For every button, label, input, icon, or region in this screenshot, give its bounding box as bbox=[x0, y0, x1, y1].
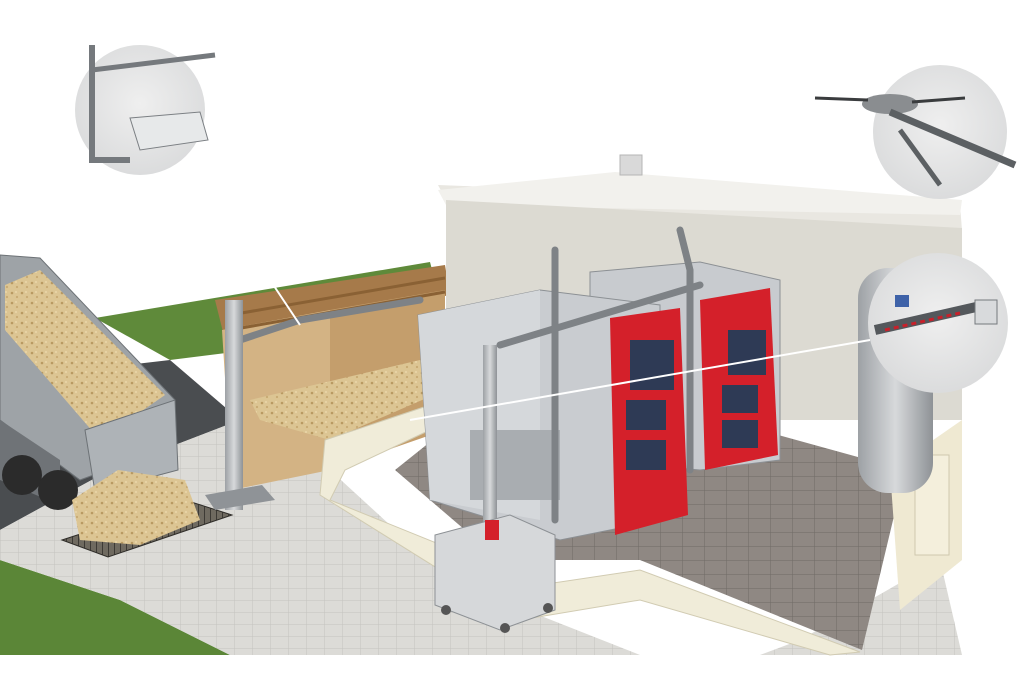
callout-leader-lines bbox=[189, 159, 871, 421]
roof-vent bbox=[619, 154, 643, 176]
ash-container bbox=[434, 345, 556, 633]
vertical-screw-conveyor bbox=[205, 300, 275, 510]
truck-wheel bbox=[38, 470, 78, 510]
screw-detail-callout bbox=[868, 253, 1008, 393]
dump-truck bbox=[0, 254, 200, 545]
conveyor-detail-callout bbox=[75, 45, 216, 175]
wood-chip-load bbox=[5, 270, 165, 440]
truck-wheel bbox=[2, 455, 42, 495]
fuel-transport-pipe bbox=[236, 226, 704, 524]
house-roof-slab bbox=[438, 172, 962, 215]
chip-storage-bunker bbox=[215, 265, 450, 490]
agitator-detail-callout bbox=[814, 65, 1017, 199]
biomass-boiler-left bbox=[417, 289, 688, 541]
